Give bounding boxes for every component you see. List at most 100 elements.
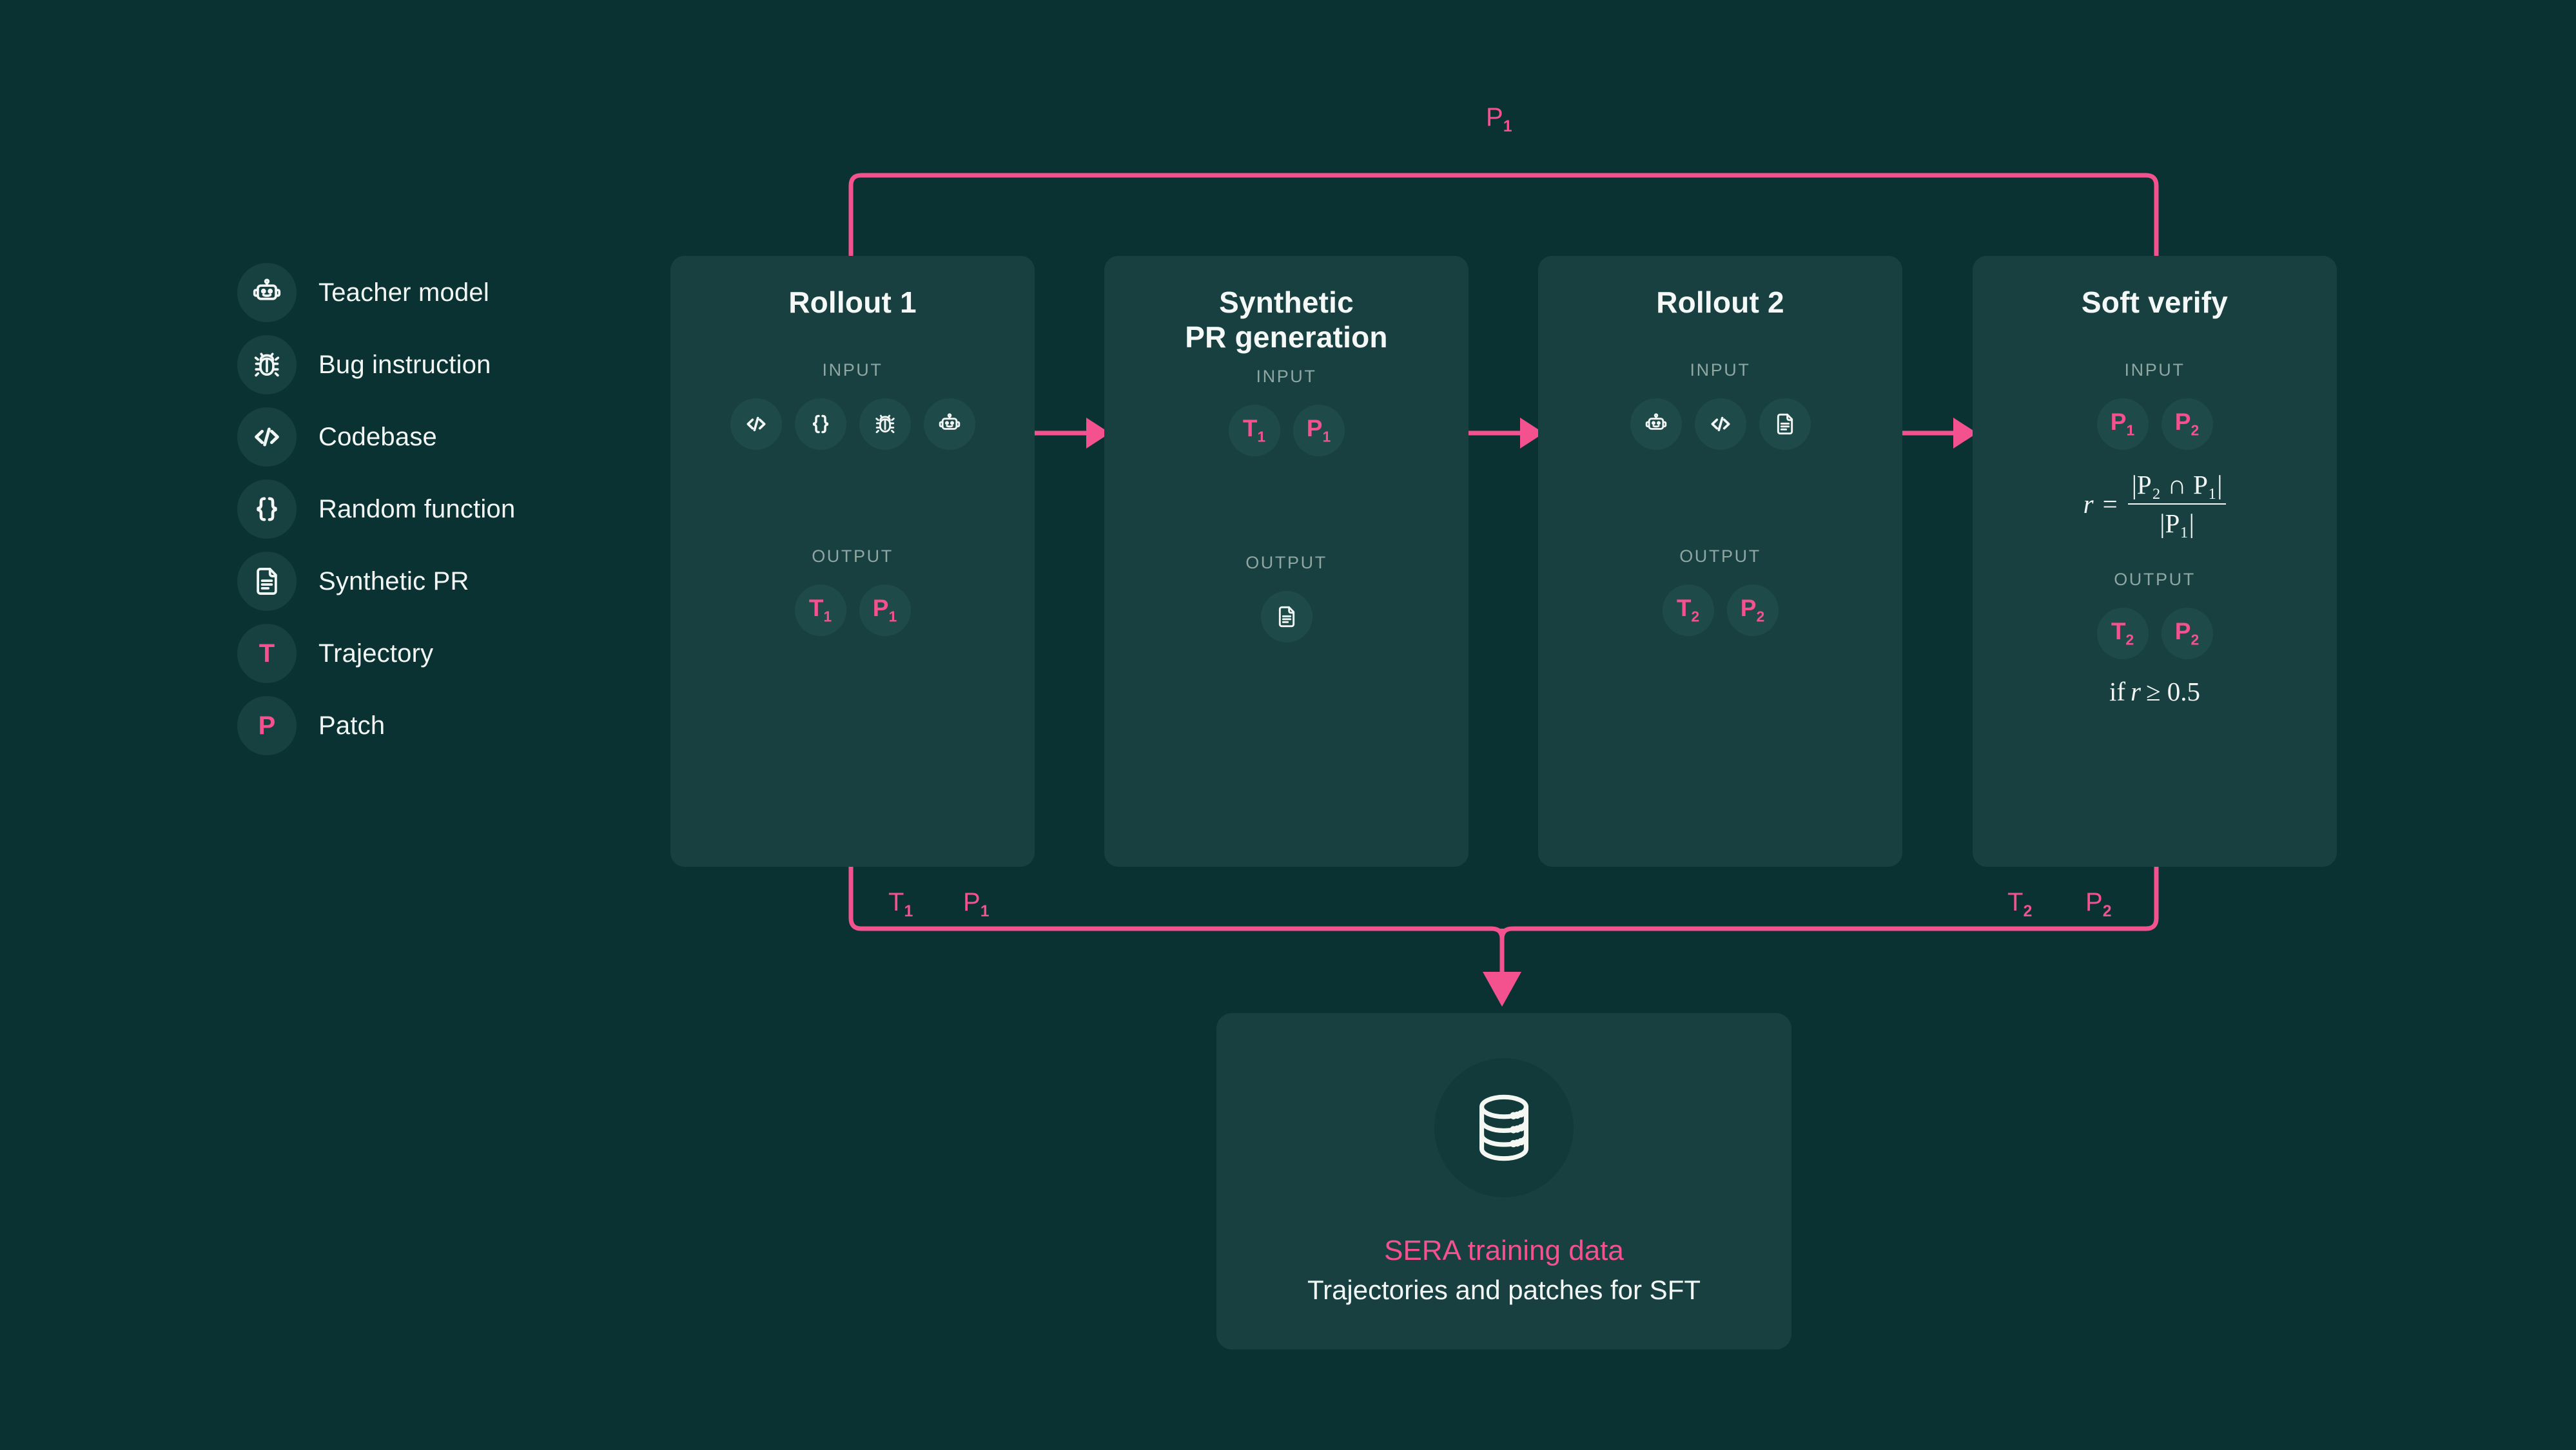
formula-numerator: |P₂ ∩ P₁| bbox=[2131, 469, 2223, 499]
input-chip-row: P1 P2 bbox=[1973, 398, 2337, 450]
sera-training-data-card[interactable]: SERA training data Trajectories and patc… bbox=[1216, 1013, 1791, 1349]
arrow-card3-card4 bbox=[1902, 418, 1977, 449]
condition-var: r bbox=[2131, 676, 2141, 706]
output-chip-row bbox=[1104, 590, 1469, 643]
legend-item-teacher-model: Teacher model bbox=[237, 256, 598, 329]
edge-label-bottom-p1: P1 bbox=[963, 888, 990, 920]
letter-t-icon: T2 bbox=[1662, 584, 1714, 636]
stage-card-rollout-2[interactable]: Rollout 2 INPUT OUTPUT bbox=[1538, 256, 1902, 867]
output-label: OUTPUT bbox=[1245, 552, 1327, 572]
robot-icon bbox=[923, 398, 975, 450]
output-chip-row: T1 P1 bbox=[670, 584, 1035, 636]
letter-p-glyph: P bbox=[258, 711, 276, 740]
formula-fraction: |P₂ ∩ P₁| |P₁| bbox=[2127, 469, 2227, 539]
legend-item-label: Random function bbox=[318, 494, 516, 523]
chip-glyph: P1 bbox=[872, 595, 897, 625]
braces-icon bbox=[794, 398, 846, 450]
formula-equals: = bbox=[2102, 488, 2118, 519]
legend-item-patch: P Patch bbox=[237, 690, 598, 762]
letter-p-icon: P1 bbox=[1293, 404, 1345, 456]
chip-glyph: P1 bbox=[2110, 409, 2135, 439]
output-chip-row: T2 P2 bbox=[1538, 584, 1902, 636]
braces-icon bbox=[237, 479, 297, 539]
chip-glyph: P1 bbox=[1306, 414, 1331, 445]
input-chip-row: T1 P1 bbox=[1104, 404, 1469, 456]
letter-p-icon: P2 bbox=[2161, 607, 2213, 659]
merge-right-path bbox=[1499, 867, 2159, 940]
legend-item-label: Patch bbox=[318, 711, 385, 740]
card-title: Rollout 1 bbox=[788, 285, 917, 319]
chip-glyph: P2 bbox=[1740, 595, 1765, 625]
feedback-loop-path bbox=[848, 173, 2159, 256]
condition-rest: ≥ 0.5 bbox=[2146, 676, 2201, 706]
legend-item-bug-instruction: Bug instruction bbox=[237, 329, 598, 401]
legend: Teacher model Bug instruction Codebase bbox=[237, 256, 598, 762]
letter-p-icon: P bbox=[237, 696, 297, 755]
bug-icon bbox=[237, 335, 297, 394]
arrow-card1-card2 bbox=[1035, 418, 1110, 449]
code-icon bbox=[730, 398, 782, 450]
edge-label-bottom-t2: T2 bbox=[2007, 888, 2033, 920]
robot-icon bbox=[1630, 398, 1682, 450]
legend-item-synthetic-pr: Synthetic PR bbox=[237, 545, 598, 617]
legend-item-label: Teacher model bbox=[318, 278, 489, 307]
input-label: INPUT bbox=[2124, 360, 2185, 380]
input-label: INPUT bbox=[822, 360, 883, 380]
chip-glyph: P2 bbox=[2174, 618, 2200, 648]
document-icon bbox=[1759, 398, 1811, 450]
stage-card-rollout-1[interactable]: Rollout 1 INPUT bbox=[670, 256, 1035, 867]
document-icon bbox=[237, 552, 297, 611]
merge-arrowhead bbox=[1483, 972, 1521, 1007]
formula-denominator: |P₁| bbox=[2127, 503, 2227, 539]
output-label: OUTPUT bbox=[1679, 546, 1761, 566]
soft-verify-formula: r = |P₂ ∩ P₁| |P₁| bbox=[1973, 469, 2337, 539]
chip-glyph: P2 bbox=[2174, 409, 2200, 439]
formula-lhs: r bbox=[2083, 488, 2094, 519]
letter-t-icon: T1 bbox=[794, 584, 846, 636]
output-chip-row: T2 P2 bbox=[1973, 607, 2337, 659]
letter-p-icon: P1 bbox=[2096, 398, 2149, 450]
edge-label-bottom-t1: T1 bbox=[888, 888, 913, 920]
input-chip-row bbox=[1538, 398, 1902, 450]
chip-glyph: T2 bbox=[1676, 595, 1700, 625]
card-title: Soft verify bbox=[2081, 285, 2229, 319]
output-label: OUTPUT bbox=[2114, 569, 2196, 589]
legend-item-codebase: Codebase bbox=[237, 401, 598, 473]
chip-glyph: T2 bbox=[2111, 618, 2134, 648]
condition-prefix: if bbox=[2109, 676, 2126, 706]
input-chip-row bbox=[670, 398, 1035, 450]
letter-p-icon: P1 bbox=[859, 584, 911, 636]
legend-item-label: Trajectory bbox=[318, 639, 434, 668]
sink-subtitle: Trajectories and patches for SFT bbox=[1307, 1275, 1701, 1305]
legend-item-trajectory: T Trajectory bbox=[237, 617, 598, 690]
chip-glyph: T1 bbox=[808, 595, 832, 625]
database-icon bbox=[1434, 1058, 1574, 1197]
bug-icon bbox=[859, 398, 911, 450]
edge-label-feedback-p1: P1 bbox=[1486, 103, 1512, 135]
letter-p-icon: P2 bbox=[1726, 584, 1779, 636]
legend-item-label: Codebase bbox=[318, 422, 437, 451]
stage-card-soft-verify[interactable]: Soft verify INPUT P1 P2 r = |P₂ ∩ P₁| |P… bbox=[1973, 256, 2337, 867]
output-label: OUTPUT bbox=[812, 546, 893, 566]
letter-t-icon: T2 bbox=[2096, 607, 2149, 659]
input-label: INPUT bbox=[1256, 366, 1317, 386]
letter-t-glyph: T bbox=[259, 639, 275, 668]
robot-icon bbox=[237, 263, 297, 322]
arrow-card2-card3 bbox=[1469, 418, 1544, 449]
chip-glyph: T1 bbox=[1242, 414, 1266, 445]
merge-left-path bbox=[848, 867, 1505, 940]
input-label: INPUT bbox=[1690, 360, 1751, 380]
card-title: Rollout 2 bbox=[1656, 285, 1784, 319]
letter-t-icon: T1 bbox=[1228, 404, 1280, 456]
sink-title: SERA training data bbox=[1384, 1235, 1624, 1266]
edge-label-bottom-p2: P2 bbox=[2085, 888, 2112, 920]
code-icon bbox=[237, 407, 297, 467]
legend-item-label: Bug instruction bbox=[318, 350, 491, 379]
letter-p-icon: P2 bbox=[2161, 398, 2213, 450]
letter-t-icon: T bbox=[237, 624, 297, 683]
code-icon bbox=[1694, 398, 1746, 450]
